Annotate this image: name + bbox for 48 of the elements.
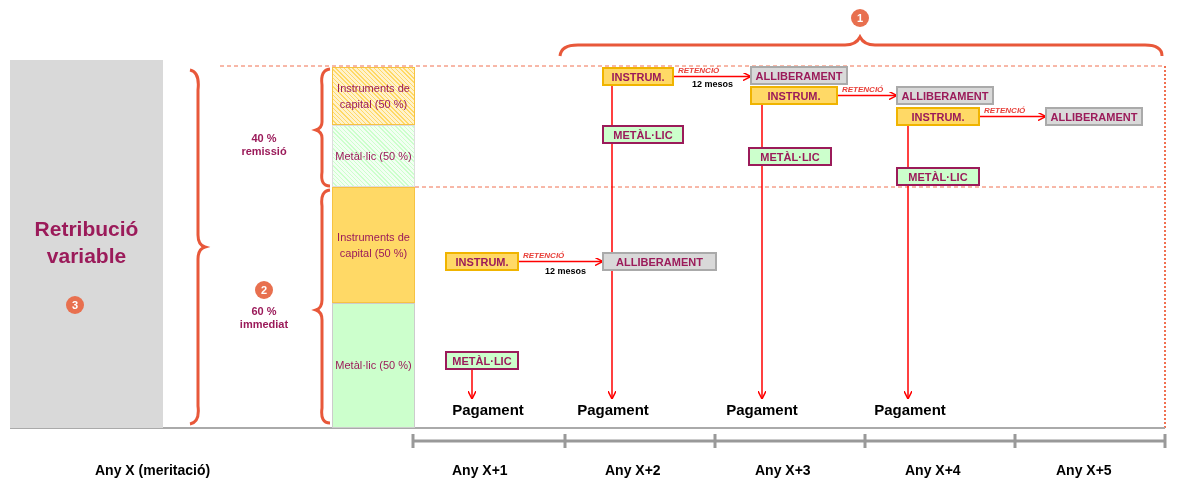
arrow bbox=[607, 270, 617, 400]
arrow bbox=[467, 369, 477, 400]
cash-box: METÀL·LIC bbox=[602, 125, 684, 144]
share-panel: Metàl·lic (50 %) bbox=[332, 125, 415, 187]
share-text: 60 % immediat bbox=[228, 300, 300, 336]
year-label: Any X+1 bbox=[452, 462, 508, 478]
instrument-box: INSTRUM. bbox=[750, 86, 838, 105]
year-label: Any X+4 bbox=[905, 462, 961, 478]
instrument-box: INSTRUM. bbox=[602, 67, 674, 86]
year-label: Any X+2 bbox=[605, 462, 661, 478]
duration-text: 12 mesos bbox=[545, 266, 587, 276]
payment-text: Pagament bbox=[862, 398, 958, 420]
release-box: ALLIBERAMENT bbox=[750, 66, 848, 85]
year-label: Any X+5 bbox=[1056, 462, 1112, 478]
connector-line bbox=[907, 125, 909, 168]
connector-line bbox=[611, 85, 613, 126]
arrow bbox=[673, 71, 752, 82]
share-panel: Instruments de capital (50 %) bbox=[332, 187, 415, 303]
callout-number: 1 bbox=[851, 9, 869, 27]
arrow bbox=[757, 165, 767, 400]
year-label: Any X (meritació) bbox=[95, 462, 211, 478]
release-box: ALLIBERAMENT bbox=[896, 86, 994, 105]
edge-label: RETENCIÓ bbox=[842, 85, 884, 94]
cash-box: METÀL·LIC bbox=[445, 351, 519, 370]
share-panel: Metàl·lic (50 %) bbox=[332, 303, 415, 428]
edge-label: RETENCIÓ bbox=[984, 106, 1026, 115]
instrument-box: INSTRUM. bbox=[896, 107, 980, 126]
cash-box: METÀL·LIC bbox=[896, 167, 980, 186]
connector-line bbox=[761, 104, 763, 148]
arrow bbox=[903, 185, 913, 400]
edge-label: RETENCIÓ bbox=[523, 251, 565, 260]
instrument-box: INSTRUM. bbox=[445, 252, 519, 271]
edge-label: RETENCIÓ bbox=[678, 66, 720, 75]
year-label: Any X+3 bbox=[755, 462, 811, 478]
release-box: ALLIBERAMENT bbox=[602, 252, 717, 271]
arrow bbox=[518, 256, 604, 267]
arrow bbox=[979, 111, 1047, 122]
share-panel: Instruments de capital (50 %) bbox=[332, 67, 415, 125]
release-box: ALLIBERAMENT bbox=[1045, 107, 1143, 126]
callout-number: 2 bbox=[255, 281, 273, 299]
arrow bbox=[837, 90, 898, 101]
payment-text: Pagament bbox=[565, 398, 661, 420]
duration-text: 12 mesos bbox=[692, 79, 734, 89]
payment-text: Pagament bbox=[440, 398, 536, 420]
connector-line bbox=[611, 143, 613, 253]
share-text: 40 % remissió bbox=[228, 128, 300, 162]
payment-text: Pagament bbox=[714, 398, 810, 420]
cash-box: METÀL·LIC bbox=[748, 147, 832, 166]
